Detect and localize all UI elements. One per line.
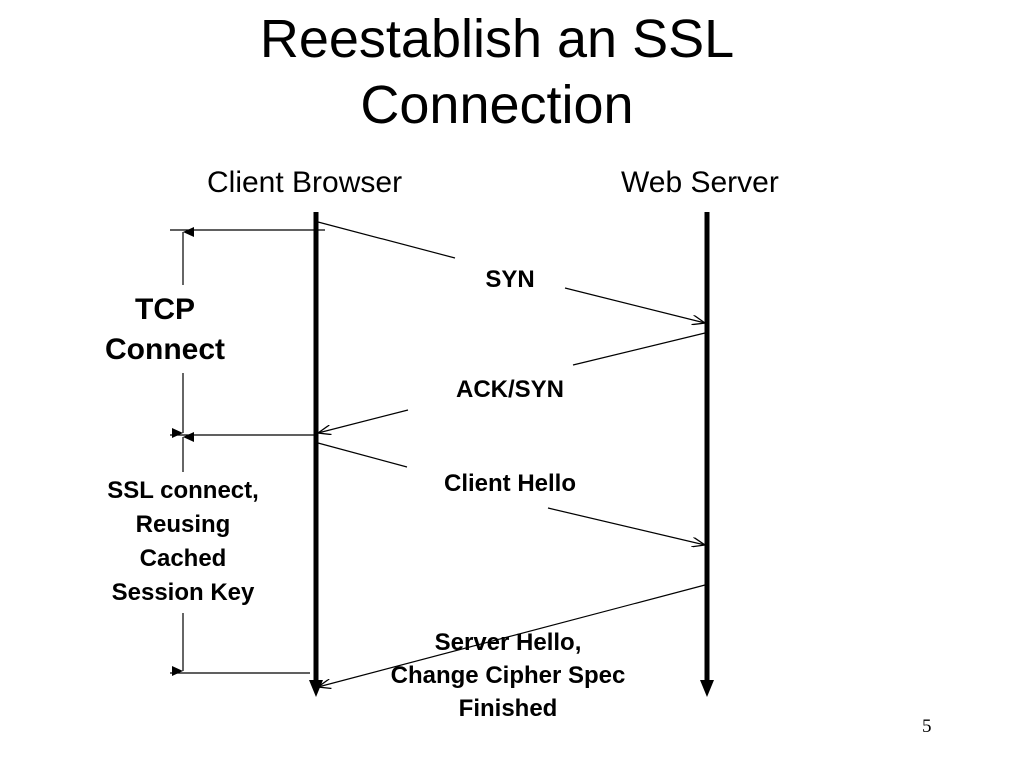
client-hello-arrow (317, 442, 705, 545)
ack-syn-label: ACK/SYN (455, 376, 564, 403)
ssl-connect-line-1: SSL connect, (107, 477, 259, 504)
server-lifeline-arrowhead (700, 680, 714, 697)
syn-label: SYN (485, 266, 535, 293)
ack-syn-arrow (318, 332, 706, 433)
client-browser-label: Client Browser (207, 166, 403, 199)
server-hello-line-2: Change Cipher Spec (390, 662, 626, 689)
slide-title-line-1: Reestablish an SSL (259, 9, 735, 69)
ssl-connect-line-2: Reusing (135, 511, 231, 538)
client-lifeline-arrowhead (309, 680, 323, 697)
tcp-connect-line-2: Connect (105, 333, 225, 366)
slide-title: Reestablish an SSL Connection (0, 6, 994, 138)
ssl-connect-label: SSL connect, Reusing Cached Session Key (78, 474, 288, 610)
ssl-connect-line-4: Session Key (111, 579, 255, 606)
server-hello-line-1: Server Hello, (434, 629, 582, 656)
tcp-connect-label: TCP Connect (85, 290, 245, 370)
slide-title-line-2: Connection (360, 75, 634, 135)
page-number: 5 (922, 716, 932, 737)
server-hello-label: Server Hello, Change Cipher Spec Finishe… (330, 626, 686, 725)
syn-arrow (317, 221, 705, 323)
server-lifeline (700, 212, 714, 697)
tcp-connect-line-1: TCP (135, 293, 195, 326)
phase-extension-lines (170, 229, 325, 674)
web-server-label: Web Server (621, 166, 779, 199)
server-hello-line-3: Finished (458, 695, 558, 722)
ssl-connect-line-3: Cached (139, 545, 227, 572)
client-lifeline (309, 212, 323, 697)
server-hello-arrow (318, 584, 706, 687)
client-hello-label: Client Hello (443, 470, 576, 497)
